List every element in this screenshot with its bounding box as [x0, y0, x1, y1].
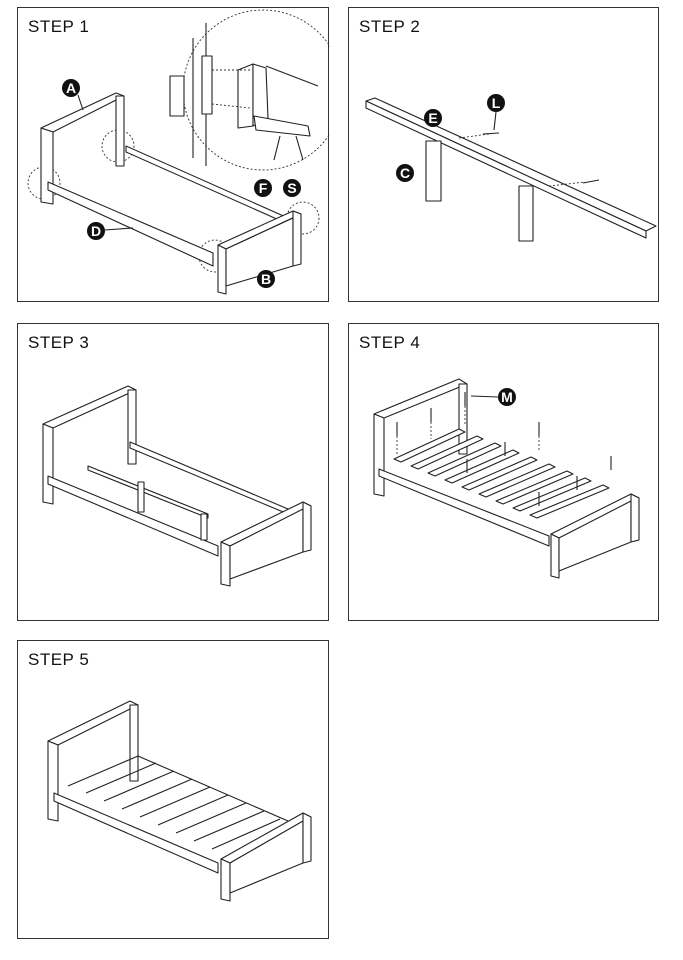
step-title: STEP 4	[359, 333, 421, 352]
svg-text:B: B	[261, 271, 271, 287]
step-4-illustration: M	[373, 378, 640, 579]
step-4-panel: STEP 4	[348, 323, 659, 621]
step-3-panel: STEP 3	[17, 323, 329, 621]
step-title: STEP 1	[28, 17, 90, 36]
svg-text:E: E	[428, 110, 437, 126]
svg-text:D: D	[91, 223, 101, 239]
step-2-illustration: E L C	[365, 94, 657, 242]
step-title: STEP 2	[359, 17, 421, 36]
part-label-e: E	[424, 109, 442, 127]
part-label-b: B	[257, 270, 275, 288]
part-label-a: A	[62, 79, 80, 97]
step-2-panel: STEP 2 E L C	[348, 7, 659, 302]
step-1-illustration: A B D F S	[27, 9, 330, 295]
svg-text:A: A	[66, 80, 76, 96]
svg-text:S: S	[287, 180, 296, 196]
step-1-panel: STEP 1 A B D F S	[17, 7, 330, 302]
step-5-illustration	[47, 700, 312, 902]
part-label-f: F	[254, 179, 272, 197]
screws	[396, 392, 612, 506]
part-label-l: L	[487, 94, 505, 112]
svg-text:F: F	[259, 180, 268, 196]
svg-text:L: L	[492, 95, 501, 111]
part-label-d: D	[87, 222, 105, 240]
slats	[393, 428, 610, 519]
part-label-m: M	[498, 388, 516, 406]
step-title: STEP 3	[28, 333, 90, 352]
part-label-c: C	[396, 164, 414, 182]
step-3-illustration	[42, 385, 312, 587]
part-label-s: S	[283, 179, 301, 197]
step-5-panel: STEP 5	[17, 640, 329, 939]
slats	[67, 755, 289, 850]
step-title: STEP 5	[28, 650, 90, 669]
svg-text:M: M	[501, 389, 513, 405]
svg-text:C: C	[400, 165, 410, 181]
